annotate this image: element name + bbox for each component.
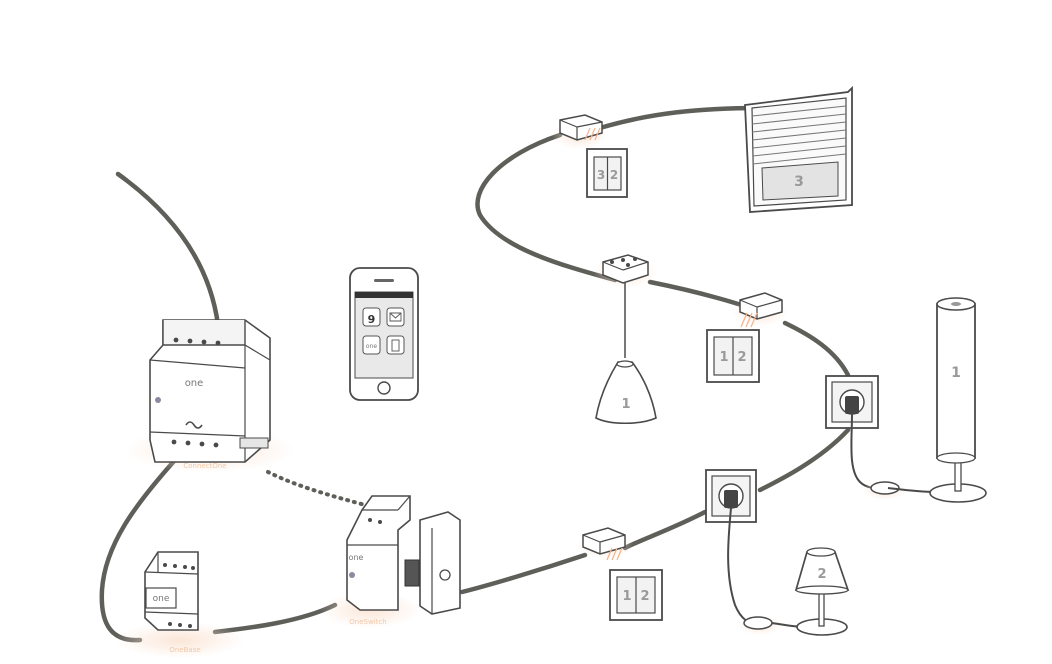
wall-switch-1-right-label: 2 bbox=[610, 168, 618, 182]
main-module-tilde bbox=[185, 421, 203, 429]
smartphone: 9 one bbox=[349, 267, 419, 401]
roller-shutter: 3 bbox=[744, 85, 853, 213]
wall-switch-2-left-label: 1 bbox=[719, 350, 728, 365]
one-app-icon[interactable] bbox=[362, 335, 381, 355]
main-module: ConnectOne one bbox=[125, 319, 295, 472]
wall-switch-2-right-label: 2 bbox=[737, 350, 746, 365]
small-module-halo-label: OneBase bbox=[169, 646, 200, 654]
one-app-logo: one bbox=[366, 343, 377, 350]
wall-switch-3-right-label: 2 bbox=[640, 589, 649, 604]
wall-switch-1: 3 2 bbox=[586, 148, 628, 198]
wall-switch-3: 1 2 bbox=[609, 569, 663, 621]
calendar-app-icon[interactable]: 9 bbox=[368, 313, 376, 326]
pendant-lamp-label: 1 bbox=[621, 397, 630, 412]
wireless-link bbox=[266, 470, 367, 507]
connector-middle bbox=[732, 292, 788, 328]
wall-switch-2: 1 2 bbox=[706, 329, 760, 383]
connector-bottom bbox=[577, 527, 633, 561]
main-module-halo-label: ConnectOne bbox=[183, 462, 226, 470]
pendant-lamp: 1 bbox=[593, 254, 657, 425]
incoming-cable bbox=[115, 171, 221, 328]
table-lamp-label: 2 bbox=[817, 567, 826, 582]
wall-socket-lower bbox=[705, 469, 761, 626]
small-module: OneBase one bbox=[115, 551, 245, 658]
wall-switch-3-left-label: 1 bbox=[622, 589, 631, 604]
main-module-led bbox=[155, 397, 161, 403]
shutter-label: 3 bbox=[794, 174, 804, 190]
floor-lamp: 1 bbox=[863, 297, 987, 503]
mail-app-icon[interactable] bbox=[386, 307, 405, 327]
table-lamp: 2 bbox=[738, 547, 850, 636]
small-module-logo: one bbox=[153, 594, 170, 604]
loop-cable-upper bbox=[459, 132, 851, 595]
switch-module: OneSwitch one bbox=[320, 495, 461, 628]
shutter-slats bbox=[751, 105, 847, 165]
wall-switch-1-left-label: 3 bbox=[597, 168, 605, 182]
wall-socket-upper bbox=[825, 375, 889, 490]
connector-top bbox=[552, 114, 608, 149]
main-module-top-terminals bbox=[173, 337, 221, 346]
floor-lamp-label: 1 bbox=[951, 365, 961, 381]
remote-app-icon[interactable] bbox=[386, 335, 405, 355]
main-module-logo: one bbox=[185, 378, 204, 389]
loop-cable-top bbox=[597, 105, 763, 131]
switch-module-halo-label: OneSwitch bbox=[349, 618, 386, 626]
switch-module-logo: one bbox=[349, 553, 364, 562]
main-module-bottom-terminals bbox=[171, 439, 219, 448]
